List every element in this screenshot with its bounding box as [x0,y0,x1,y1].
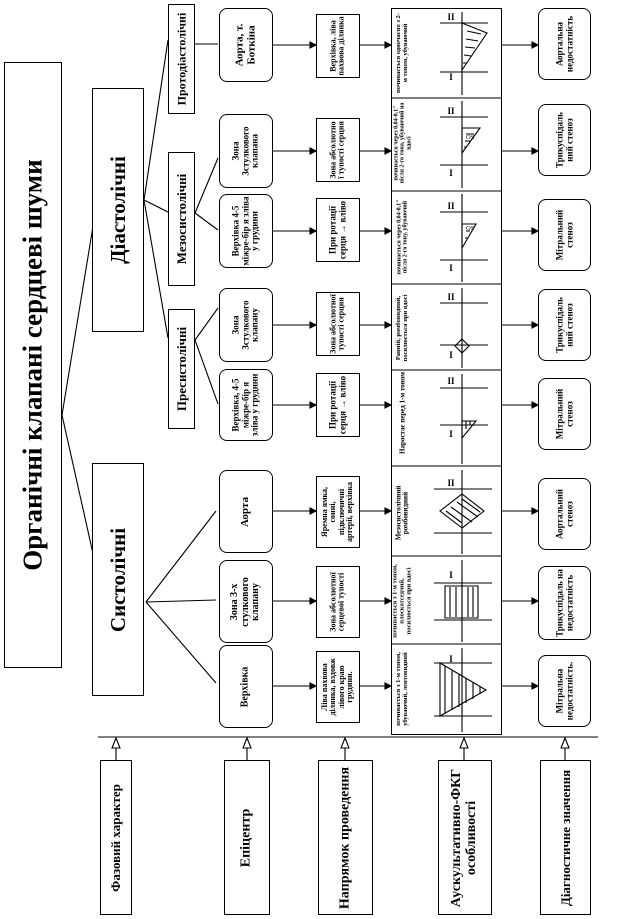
title-box: Органічні клапані сердцеві шуми [4,62,62,668]
murmur-hatch [465,230,470,239]
protodiastolic-box: Протодіастолічні [168,4,195,114]
murmur-shape [461,127,482,155]
direction-mitral-stenosis-meso: При ротації серця → вліво [316,198,360,262]
flow-arrow-head [384,597,393,605]
direction-tricuspid-insufficiency: Зона абсолютної серцевої тупості [316,566,360,638]
systolic-box: Систолічні [92,463,144,696]
flow-arrow-head [384,507,393,515]
direction-tricuspid-stenosis-pre: Зона абсолютної тупості серцня [316,292,360,356]
flow-arrow-head [309,507,318,515]
tone-2-label: II [447,376,455,386]
murmur-shape [444,585,479,619]
os-label: OS [466,225,475,232]
diagnosis-text: Мітральна недостатність. [553,661,574,721]
direction-aortic-insufficiency: Верхівка, ліва пахвова ділянка [316,14,360,78]
flow-arrow-head [531,41,540,49]
diagnosis-mitral-insufficiency: Мітральна недостатність. [538,655,591,727]
diagnosis-text: Трикуспідаль ний стеноз [553,297,574,353]
epicenter-mitral-stenosis-pre: Верхівка, 4-5 міжре-бір я зліва у грудин… [219,369,273,441]
flow-arrow-head [309,597,318,605]
murmur-hatch [444,666,481,714]
os-label: OS [466,134,475,141]
flow-arrow-head [309,682,318,690]
flow-arrow-head [384,147,393,155]
tone-2-label: II [447,201,455,211]
epicenter-tricuspid-insufficiency: Зона 3-х стулкового клапану [219,560,273,643]
flow-arrow-head [531,597,540,605]
flow-arrow-head [531,682,540,690]
flow-arrow-head [309,401,318,409]
diagnosis-aortic-stenosis: Аортальний стеноз [538,478,591,550]
presystolic-box: Пресистолічні [168,309,195,429]
diagnosis-tricuspid-stenosis-meso: Трикуспідаль ний стеноз [538,104,591,176]
murmur-hatch [449,587,474,617]
direction-aortic-stenosis: Яремна ямка, сонні, підключичні артерії,… [316,476,360,548]
diagnosis-mitral-stenosis-pre: Мітральний стеноз [538,378,591,450]
tone-1-label: I [449,168,453,178]
row-header-diagnostic: Діагностичне значення [540,760,591,915]
murmur-hatch [464,133,474,148]
flow-arrow-head [384,227,393,235]
murmur-hatch [463,30,482,64]
flow-arrow-head [531,147,540,155]
murmur-shape [461,223,477,251]
flow-arrow-head [531,321,540,329]
flow-arrow-head [531,507,540,515]
murmur-hatch [445,498,481,524]
diagnosis-tricuspid-insufficiency: Трикуспідаль на недостатність [538,566,591,640]
diagnosis-text: Мітральний стеноз [553,209,574,261]
tone-2-label: II [447,12,455,22]
flow-arrow-head [309,41,318,49]
row-header-direction: Напрямок проведення [318,760,373,915]
diagnosis-text: Аортальний стеноз [553,489,574,539]
murmur-shape [454,338,470,354]
epicenter-aortic-insufficiency: Аорта, т. Боткіна [219,8,273,82]
flow-arrow-head [309,227,318,235]
diagnosis-mitral-stenosis-meso: Мітральний стеноз [538,199,591,271]
diastolic-box: Діастолічні [92,88,144,332]
epicenter-tricuspid-stenosis-pre: Зона 3стулкового клапану [219,288,273,362]
epicenter-aortic-stenosis: Аорта [219,470,273,553]
epicenter-tricuspid-stenosis-meso: Зона 3стулкового клапана [219,114,273,188]
tone-1-label: I [449,263,453,273]
tone-1-label: I [449,72,453,82]
direction-mitral-stenosis-pre: При ротації серця → вліво [316,373,360,437]
tone-1-label: I [449,654,453,664]
flow-arrow-head [384,682,393,690]
row-header-phase: Фазовий характер [100,760,132,915]
auscultative-frame [391,8,502,735]
diagnosis-text: Мітральний стеноз [553,388,574,440]
diagnosis-tricuspid-stenosis-pre: Трикуспідаль ний стеноз [538,289,591,361]
direction-mitral-insufficiency: Ліва пахвова ділянка, вздовж лівого краю… [316,651,360,723]
flow-arrow-head [384,401,393,409]
diagnosis-aortic-insufficiency: Аортальна недостатність [538,8,591,80]
row-header-auscultative: Аускультативно-ФКГ особливості [438,760,492,915]
tone-2-label: II [447,292,455,302]
tone-2-label: II [447,478,455,488]
diagnosis-text: Трикуспідаль на недостатність [553,569,574,637]
flow-arrow-head [531,227,540,235]
tone-1-label: I [449,570,453,580]
flow-arrow-head [384,321,393,329]
row-header-epicenter: Епіцентр [224,760,270,915]
diagnosis-text: Трикуспідаль ний стеноз [553,112,574,168]
murmur-shape [461,420,478,440]
murmur-shape [439,662,488,717]
direction-tricuspid-stenosis-meso: Зона абсолютно ї тупості серцня [316,118,360,182]
murmur-shape [461,22,488,72]
epicenter-mitral-insufficiency: Верхівка [219,645,273,728]
tone-1-label: I [449,429,453,439]
flow-arrow-head [309,321,318,329]
tone-2-label: II [447,106,455,116]
flow-arrow-head [309,147,318,155]
mesosystolic-box: Мезосистолічні [168,152,195,286]
epicenter-mitral-stenosis-meso: Верхівка 4-5 міжре-бір я зліва у грудини [219,194,273,268]
flow-arrow-head [531,401,540,409]
diagnosis-text: Аортальна недостатність [553,15,574,73]
tone-1-label: I [449,350,453,360]
flow-arrow-head [384,41,393,49]
